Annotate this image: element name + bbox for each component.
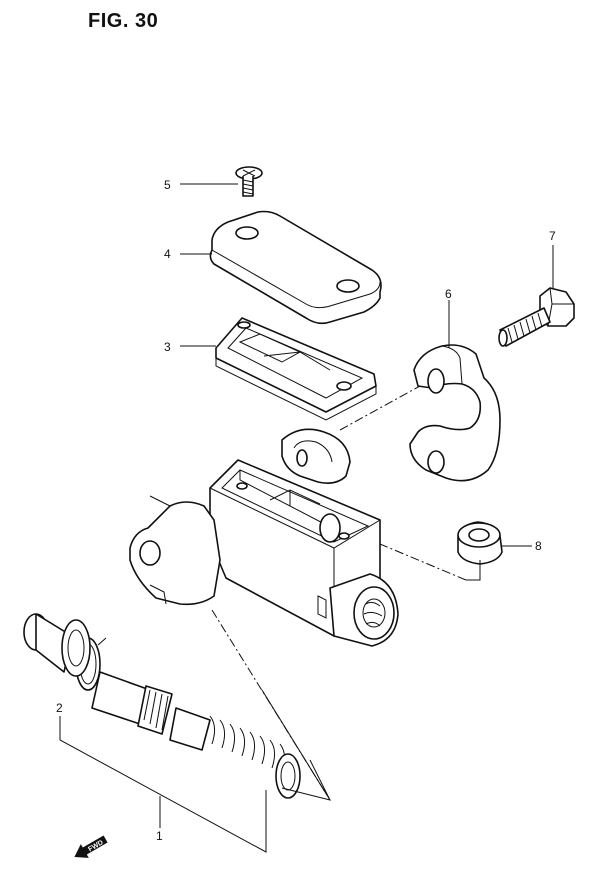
callout-3: 3: [164, 340, 171, 354]
callout-8: 8: [535, 539, 542, 553]
fwd-label: FWD: [87, 839, 104, 853]
boot-cap-icon[interactable]: [457, 521, 503, 565]
clamp-bolt-icon[interactable]: [498, 287, 575, 347]
callout-5: 5: [164, 178, 171, 192]
handlebar-clamp-icon[interactable]: [409, 344, 501, 482]
reservoir-cap-icon[interactable]: [209, 210, 382, 325]
master-cylinder-piston-kit-icon[interactable]: [23, 613, 301, 799]
callout-7: 7: [549, 229, 556, 243]
master-cylinder-body-icon[interactable]: [129, 428, 399, 647]
callout-2: 2: [56, 701, 63, 715]
leader-lines: [59, 183, 554, 853]
fwd-arrow-icon: FWD: [74, 835, 108, 858]
callout-1: 1: [156, 829, 163, 843]
callout-4: 4: [164, 247, 171, 261]
figure-title: FIG. 30: [88, 10, 159, 32]
reservoir-diaphragm-icon[interactable]: [215, 317, 377, 421]
cap-screw-icon[interactable]: [235, 166, 263, 197]
callout-6: 6: [445, 287, 452, 301]
